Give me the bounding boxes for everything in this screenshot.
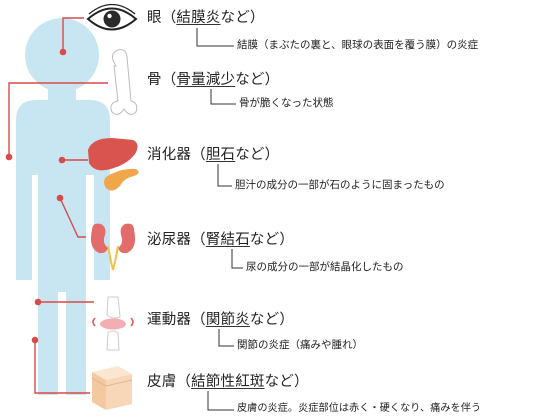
dot-urinary — [56, 194, 64, 202]
dot-skin — [31, 336, 39, 344]
bone-icon — [110, 49, 138, 115]
organ-description-skin: 皮膚の炎症。炎症部位は赤く・硬くなり、痛みを伴う — [237, 403, 482, 414]
connector-urinary — [59, 197, 86, 238]
suffix-eye: など — [220, 10, 250, 26]
paren-open-locomotor: （ — [191, 312, 206, 328]
suffix-urinary: など — [249, 232, 280, 248]
organ-title-urinary: 泌尿器（腎結石など） — [147, 233, 294, 248]
organ-description-locomotor: 関節の炎症（痛みや腫れ） — [237, 339, 363, 351]
organ-title-skin: 皮膚（結節性紅斑など） — [147, 375, 309, 390]
organ-name-locomotor: 運動器 — [147, 312, 192, 328]
suffix-digestive: など — [235, 147, 265, 163]
suffix-bone: など — [235, 72, 265, 88]
organ-name-digestive: 消化器 — [147, 147, 192, 163]
connector-dots — [5, 48, 67, 344]
organ-name-skin: 皮膚 — [147, 374, 177, 390]
organ-description-digestive: 胆汁の成分の一部が石のように固まったもの — [235, 179, 445, 191]
paren-close-bone: ） — [264, 72, 280, 88]
organ-name-bone: 骨 — [147, 72, 162, 88]
paren-close-digestive: ） — [264, 147, 280, 163]
pancreas-icon — [104, 168, 139, 191]
connector-bone — [8, 82, 108, 157]
paren-close-locomotor: ） — [279, 312, 295, 328]
connector-skin — [34, 340, 90, 394]
kidney-icon — [90, 223, 136, 271]
organ-description-bone: 骨が脆くなった状態 — [239, 97, 334, 109]
disease-locomotor: 関節炎 — [205, 312, 250, 328]
body-silhouette — [16, 18, 110, 395]
liver-pancreas-icon — [88, 138, 139, 191]
disease-skin: 結節性紅斑 — [191, 374, 265, 390]
eye-icon — [86, 3, 138, 31]
organ-title-locomotor: 運動器（関節炎など） — [147, 313, 294, 328]
paren-open-urinary: （ — [191, 232, 206, 248]
disease-digestive: 胆石 — [205, 147, 236, 163]
skin-block-icon — [91, 366, 133, 410]
leader-eye — [196, 28, 234, 47]
organ-name-urinary: 泌尿器 — [147, 232, 192, 248]
disease-eye: 結膜炎 — [176, 10, 221, 26]
organ-title-digestive: 消化器（胆石など） — [147, 148, 279, 163]
body-torso — [16, 100, 110, 395]
paren-close-urinary: ） — [279, 232, 295, 248]
dot-locomotor — [34, 298, 42, 306]
organ-title-bone: 骨（骨量減少など） — [147, 73, 279, 88]
leader-digestive — [217, 164, 232, 187]
organ-title-eye: 眼（結膜炎など） — [147, 11, 265, 26]
connector-lines — [8, 17, 108, 394]
organ-name-eye: 眼 — [147, 10, 162, 26]
connector-eye — [62, 17, 84, 51]
leader-skin — [207, 391, 234, 411]
organ-description-eye: 結膜（まぶたの裏と、眼球の表面を覆う膜）の炎症 — [237, 39, 479, 51]
paren-close-eye: ） — [249, 10, 265, 26]
paren-open-eye: （ — [161, 10, 177, 26]
disease-bone: 骨量減少 — [176, 72, 236, 88]
paren-open-skin: （ — [176, 374, 192, 390]
dot-digestive — [58, 156, 66, 164]
suffix-skin: など — [264, 374, 295, 390]
suffix-locomotor: など — [249, 312, 280, 328]
dot-bone — [5, 153, 13, 161]
leader-locomotor — [218, 329, 234, 347]
leader-lines — [196, 28, 243, 411]
leader-bone — [210, 89, 236, 105]
paren-close-skin: ） — [294, 374, 309, 390]
paren-open-bone: （ — [161, 72, 177, 88]
paren-open-digestive: （ — [191, 147, 206, 163]
leader-urinary — [231, 249, 243, 269]
liver-icon — [88, 138, 138, 171]
joint-icon — [92, 296, 134, 351]
disease-urinary: 腎結石 — [205, 232, 250, 248]
dot-eye — [59, 48, 67, 56]
organ-description-urinary: 尿の成分の一部が結晶化したもの — [246, 261, 404, 273]
